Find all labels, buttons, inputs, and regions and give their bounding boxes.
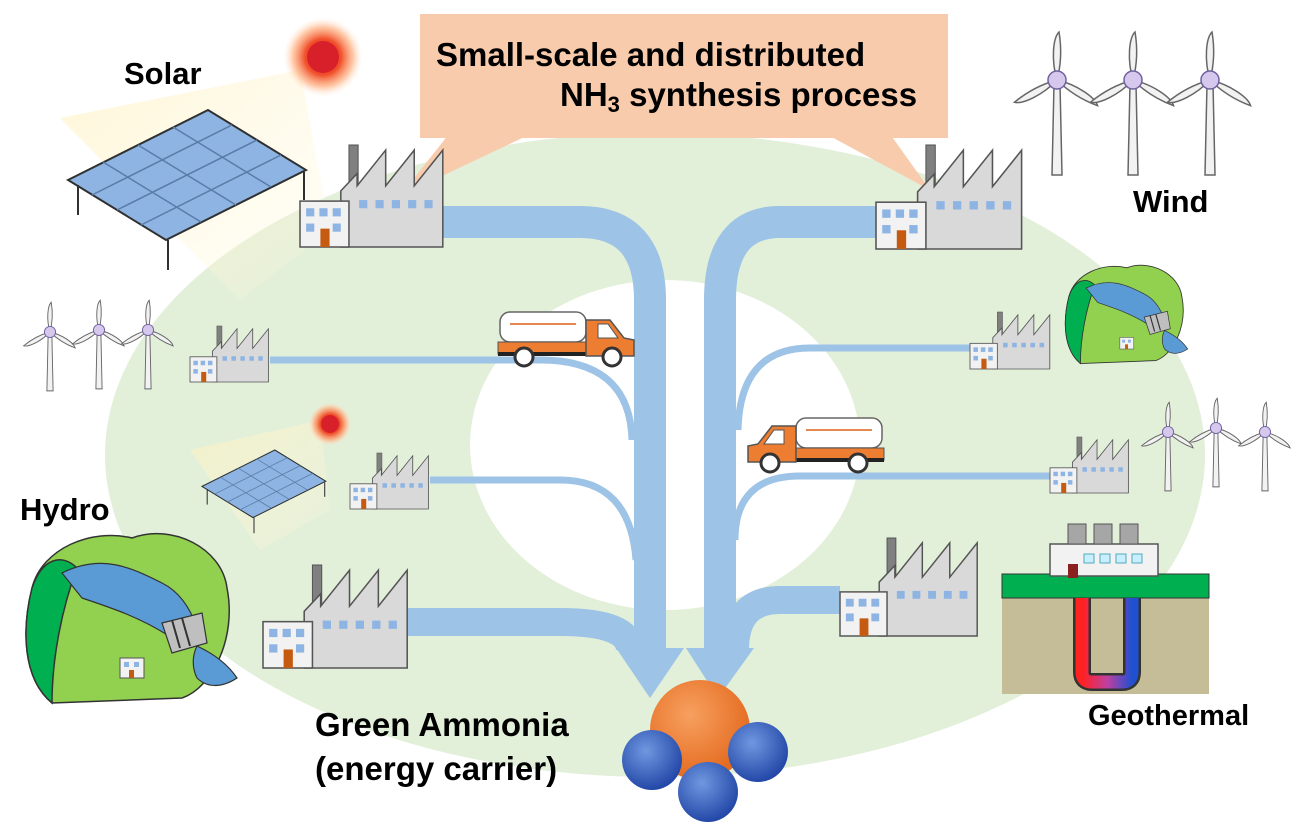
callout-title-line2: NH3 synthesis process [560, 76, 917, 118]
small-wind-turbine-icon [71, 299, 127, 390]
label-solar: Solar [124, 56, 202, 91]
arrow-head-right [686, 648, 754, 698]
wind-turbine-icon [1165, 31, 1255, 176]
callout-box: Small-scale and distributed NH3 synthesi… [420, 14, 948, 138]
label-ammonia-line2: (energy carrier) [315, 750, 558, 787]
small-wind-turbine-icon [1237, 401, 1293, 492]
label-hydro: Hydro [20, 492, 110, 527]
label-wind: Wind [1133, 184, 1209, 219]
small-wind-turbine-icon [22, 301, 78, 392]
sun-core-icon [307, 41, 339, 73]
right-pipes [704, 206, 1050, 651]
small-sun-core-icon [321, 415, 339, 433]
label-ammonia-line1: Green Ammonia [315, 706, 569, 743]
callout-subscript: 3 [607, 92, 620, 117]
callout-rest: synthesis process [619, 76, 918, 113]
callout-nh: NH [560, 76, 608, 113]
label-geothermal: Geothermal [1088, 700, 1250, 732]
hydro-dam-icon [25, 532, 238, 704]
wind-turbine-icon [1088, 31, 1178, 176]
ammonia-molecule-icon [622, 680, 788, 822]
left-pipes [270, 206, 666, 652]
geothermal-plant-icon [1001, 523, 1210, 694]
arrow-head-left [616, 648, 684, 698]
small-hydro-dam-icon [1064, 264, 1189, 365]
callout-title-line1: Small-scale and distributed [436, 36, 866, 73]
wind-turbine-icon [1012, 31, 1102, 176]
